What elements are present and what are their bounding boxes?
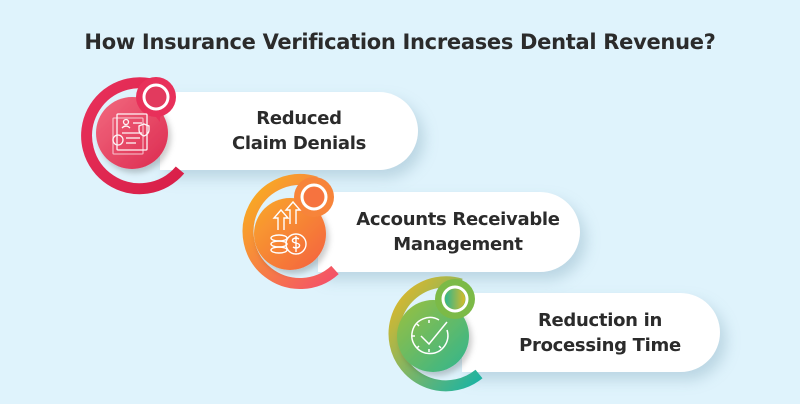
diagram-title: How Insurance Verification Increases Den… [84,30,716,54]
step-2-label: Accounts Receivable Management [356,209,560,255]
clock-check-icon [388,276,483,392]
step-1-label: Reduced Claim Denials [232,108,366,154]
step-3-card: Reduction in Processing Time [462,293,720,372]
step-1-card: Reduced Claim Denials [160,92,418,170]
document-claim-icon [81,77,185,195]
dollar-growth-icon [242,174,339,289]
step-2-card: Accounts Receivable Management [318,192,580,272]
step-3-label: Reduction in Processing Time [519,309,681,356]
